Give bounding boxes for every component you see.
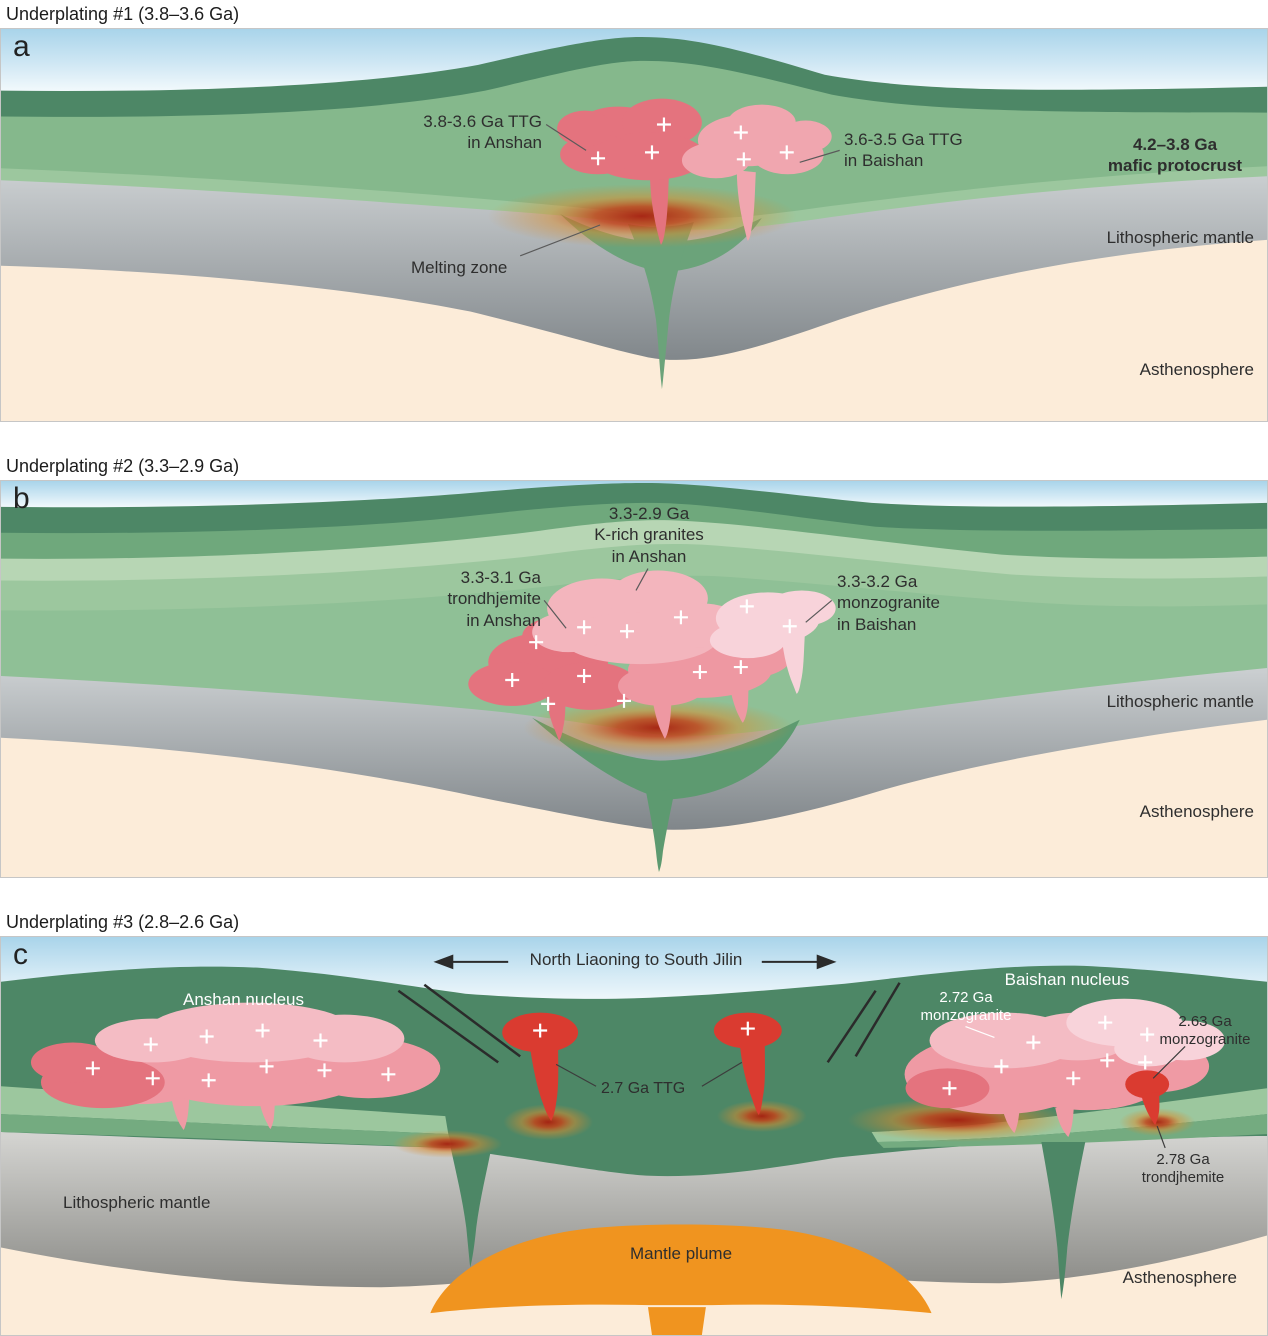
label-monzogranite: 3.3-3.2 Ga monzogranite in Baishan — [837, 572, 941, 634]
panel-letter-c: c — [13, 938, 28, 971]
panel-c-title: Underplating #3 (2.8–2.6 Ga) — [6, 912, 240, 932]
leader-lines — [543, 568, 833, 629]
label-trondhjemite: 3.3-3.1 Ga trondhjemite in Anshan — [447, 568, 541, 630]
green-drip — [645, 789, 675, 873]
leader-line-white — [965, 1025, 995, 1039]
panel-b-illustration — [1, 481, 1267, 877]
crust-root-wedge — [532, 717, 800, 800]
label-direction: North Liaoning to South Jilin — [529, 950, 743, 969]
panel-c-block: Underplating #3 (2.8–2.6 Ga) — [0, 908, 1268, 1336]
monzogranite-263-blob — [1125, 1070, 1170, 1126]
label-baishan-nucleus: Baishan nucleus — [1004, 970, 1130, 989]
label-trondjhemite-278: 2.78 Ga trondjhemite — [1141, 1151, 1225, 1186]
label-krich-granites: 3.3-2.9 Ga K-rich granites in Anshan — [594, 504, 704, 566]
label-asthenosphere-a: Asthenosphere — [1139, 360, 1254, 379]
green-drip — [628, 222, 694, 390]
green-drip-right — [1041, 1141, 1086, 1300]
label-anshan-nucleus: Anshan nucleus — [183, 990, 304, 1009]
plus-symbols — [591, 117, 794, 167]
panel-letter-a: a — [13, 30, 30, 63]
label-lithospheric-mantle-a: Lithospheric mantle — [1106, 228, 1254, 247]
panel-a-title: Underplating #1 (3.8–3.6 Ga) — [6, 4, 240, 24]
krich-granites-blob — [532, 570, 745, 665]
melting-zone-glow — [487, 184, 797, 248]
sky-layer — [1, 29, 1267, 92]
panel-letter-b: b — [13, 482, 30, 515]
panel-a-block: Underplating #1 (3.8–3.6 Ga) — [0, 0, 1268, 422]
panel-b-title: Underplating #2 (3.3–2.9 Ga) — [6, 456, 240, 476]
leader-lines — [519, 124, 840, 257]
anshan-nucleus-blobs — [30, 1002, 441, 1131]
left-mid-stripe — [1, 1114, 453, 1148]
panel-a-illustration — [1, 29, 1267, 421]
leader-lines — [555, 1046, 1186, 1149]
label-melting-zone: Melting zone — [411, 258, 508, 277]
label-asthenosphere-c: Asthenosphere — [1122, 1268, 1237, 1287]
plus-symbols — [505, 599, 797, 711]
melting-zone-glow — [523, 697, 793, 758]
direction-arrows — [433, 954, 837, 970]
label-monzogranite-272: 2.72 Ga monzogranite — [920, 989, 1012, 1024]
label-mantle-plume: Mantle plume — [629, 1244, 733, 1263]
label-protocrust: 4.2–3.8 Ga mafic protocrust — [1107, 135, 1243, 176]
panel-c-illustration — [1, 937, 1267, 1335]
green-drip-left — [450, 1143, 493, 1268]
panel-a-canvas: a 3.8-3.6 Ga TTG in Anshan 3.6-3.5 Ga TT… — [0, 28, 1268, 422]
label-lithospheric-mantle-b: Lithospheric mantle — [1106, 692, 1254, 711]
label-ttg-27: 2.7 Ga TTG — [601, 1080, 686, 1097]
panel-b-block: Underplating #2 (3.3–2.9 Ga) — [0, 452, 1268, 878]
ttg-anshan-blob — [557, 98, 706, 245]
label-ttg-baishan: 3.6-3.5 Ga TTG in Baishan — [844, 130, 963, 171]
plus-symbols — [85, 1015, 1155, 1096]
label-lithospheric-mantle-c: Lithospheric mantle — [63, 1193, 211, 1212]
mantle-plume — [430, 1224, 932, 1335]
sky-layer — [1, 481, 1267, 508]
label-ttg-anshan: 3.8-3.6 Ga TTG in Anshan — [423, 112, 542, 153]
label-monzogranite-263: 2.63 Ga monzogranite — [1159, 1013, 1251, 1048]
label-asthenosphere-b: Asthenosphere — [1139, 802, 1254, 821]
panel-b-canvas: b 3.3-2.9 Ga K-rich granites in Anshan 3… — [0, 480, 1268, 878]
sky-layer — [1, 937, 1267, 999]
panel-c-canvas: c North Liaoning to South Jilin Anshan n… — [0, 936, 1268, 1336]
fault-lines — [397, 982, 901, 1064]
